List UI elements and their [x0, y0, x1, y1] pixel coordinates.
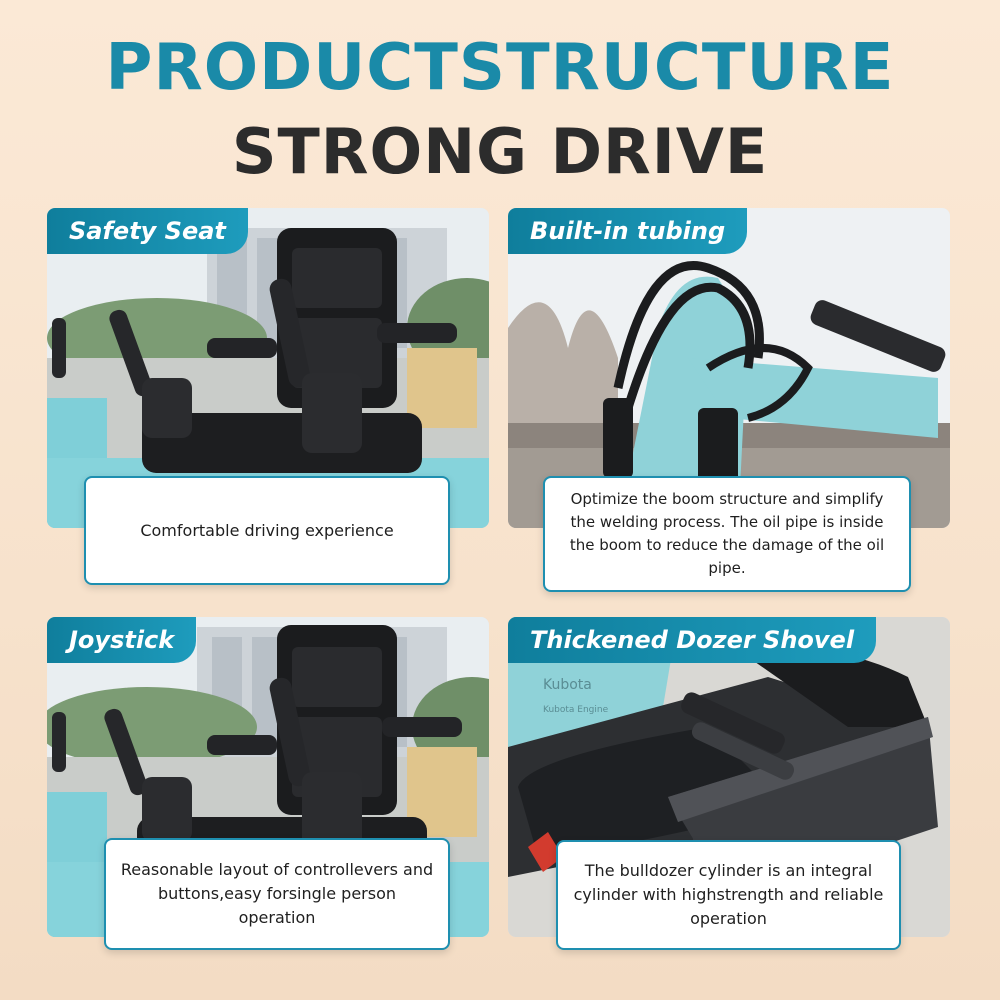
built-in-tubing-tag: Built-in tubing [508, 208, 748, 254]
subtitle: STRONG DRIVE [231, 115, 769, 188]
dozer-shovel-caption: The bulldozer cylinder is an integral cy… [556, 840, 901, 950]
dozer-shovel-tag: Thickened Dozer Shovel [508, 617, 877, 663]
joystick-tag: Joystick [47, 617, 197, 663]
safety-seat-caption: Comfortable driving experience [84, 476, 450, 585]
joystick-caption: Reasonable layout of controllevers and b… [104, 838, 450, 950]
built-in-tubing-caption: Optimize the boom structure and simplify… [543, 476, 911, 592]
engine-text: Kubota Engine [543, 705, 609, 715]
built-in-tubing-panel: Built-in tubing [508, 208, 950, 528]
brand-text: Kubota [543, 677, 592, 693]
main-title: PRODUCTSTRUCTURE [105, 31, 895, 105]
tubing-photo [508, 208, 950, 528]
safety-seat-tag: Safety Seat [47, 208, 248, 254]
